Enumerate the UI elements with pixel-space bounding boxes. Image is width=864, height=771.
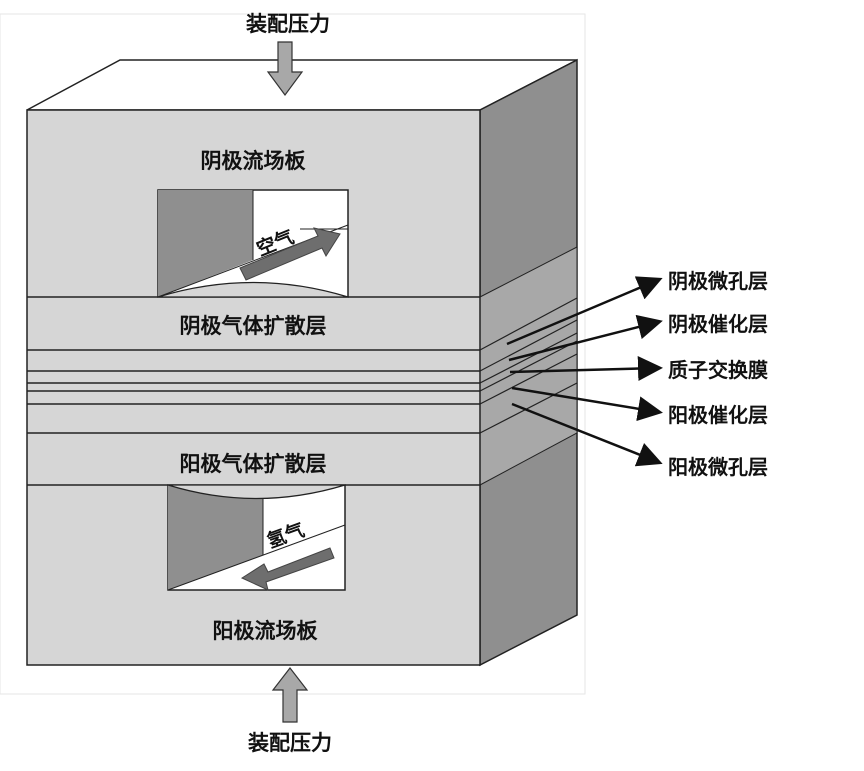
right-face-layer-lines	[479, 297, 578, 434]
air-flow-arrow	[239, 227, 341, 281]
cathode-gdl-label: 阴极气体扩散层	[180, 314, 327, 338]
pressure-bottom-label: 装配压力	[248, 731, 332, 755]
pressure-up-arrow-icon	[271, 667, 309, 723]
callout-anode-mpl: 阳极微孔层	[668, 455, 768, 479]
callout-membrane: 质子交换膜	[668, 358, 768, 382]
anode-gdl-label: 阳极气体扩散层	[180, 452, 327, 476]
callout-anode-catalyst: 阳极催化层	[668, 403, 768, 427]
anode-plate-label: 阳极流场板	[213, 619, 319, 643]
pressure-down-arrow-icon	[266, 41, 304, 97]
hydrogen-flow-arrow	[240, 547, 335, 591]
anode-channel: 氢气	[167, 484, 346, 591]
cathode-plate-label: 阴极流场板	[201, 149, 307, 173]
callout-arrows	[506, 276, 663, 467]
pressure-top-label: 装配压力	[246, 12, 330, 36]
cathode-channel: 空气	[157, 189, 349, 298]
front-layer-lines	[27, 296, 480, 486]
callout-cathode-mpl: 阴极微孔层	[668, 269, 768, 293]
callout-cathode-catalyst: 阴极催化层	[668, 312, 768, 336]
